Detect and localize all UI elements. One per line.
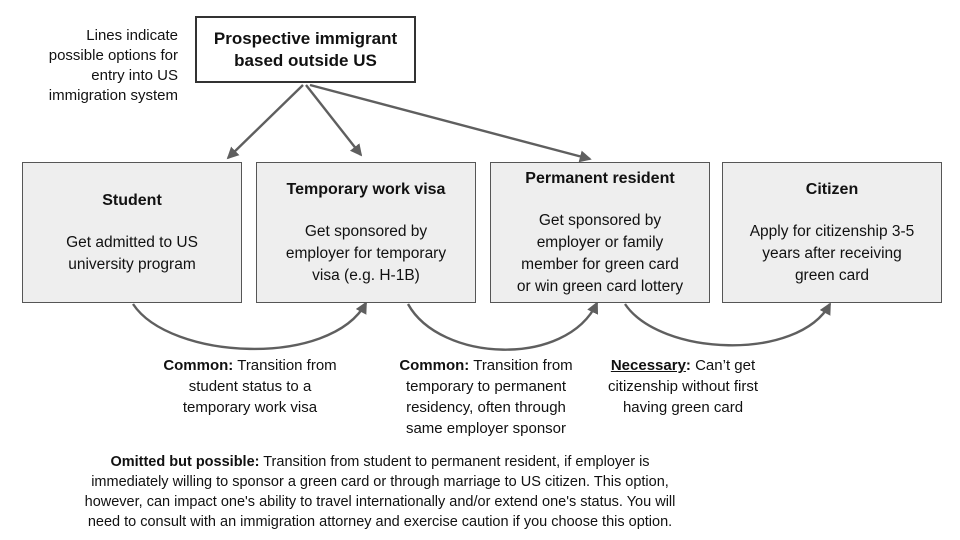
node-description: Apply for citizenship 3-5 years after re… [749, 222, 915, 284]
arrow-work-visa-to-permanent-resident [406, 301, 599, 351]
label-text: Transition from student status to a temp… [182, 357, 337, 416]
node-description: Get sponsored by employer for temporary … [285, 222, 447, 284]
footnote-text: Transition from student to permanent res… [84, 454, 676, 530]
node-title: Permanent resident [525, 169, 675, 187]
label-work-visa-to-permanent-resident: Common: Transition from temporary to per… [370, 355, 602, 439]
node-title: Prospective immigrant based outside US [213, 28, 398, 70]
node-temporary-work-visa: Temporary work visa Get sponsored by emp… [256, 162, 476, 303]
node-prospective-immigrant: Prospective immigrant based outside US [195, 16, 416, 83]
footnote-prefix: Omitted but possible: [110, 454, 260, 470]
node-title: Temporary work visa [286, 180, 446, 198]
arrow-student-to-work-visa [132, 301, 368, 351]
label-prefix: Common: [399, 357, 470, 374]
footnote-omitted-but-possible: Omitted but possible: Transition from st… [20, 452, 740, 532]
label-text: Can’t get citizenship without first havi… [607, 357, 759, 416]
node-permanent-resident: Permanent resident Get sponsored by empl… [490, 162, 710, 303]
arrow-root-to-work-visa [305, 84, 363, 157]
legend-note: Lines indicate possible options for entr… [48, 27, 178, 104]
node-citizen: Citizen Apply for citizenship 3-5 years … [722, 162, 942, 303]
node-title: Student [102, 191, 162, 209]
node-description: Get sponsored by employer or family memb… [516, 211, 684, 295]
label-colon: : [685, 357, 691, 374]
node-student: Student Get admitted to US university pr… [22, 162, 242, 303]
arrow-permanent-resident-to-citizen [624, 302, 832, 347]
node-title: Citizen [805, 180, 859, 198]
label-permanent-resident-to-citizen: Necessary: Can’t get citizenship without… [568, 355, 798, 418]
arrow-root-to-permanent-resident [309, 83, 592, 163]
label-prefix: Necessary [610, 357, 686, 374]
label-text: Transition from temporary to permanent r… [405, 357, 573, 437]
label-student-to-work-visa: Common: Transition from student status t… [135, 355, 365, 418]
node-description: Get admitted to US university program [66, 233, 198, 273]
arrow-root-to-student [226, 84, 304, 160]
label-prefix: Common: [163, 357, 234, 374]
